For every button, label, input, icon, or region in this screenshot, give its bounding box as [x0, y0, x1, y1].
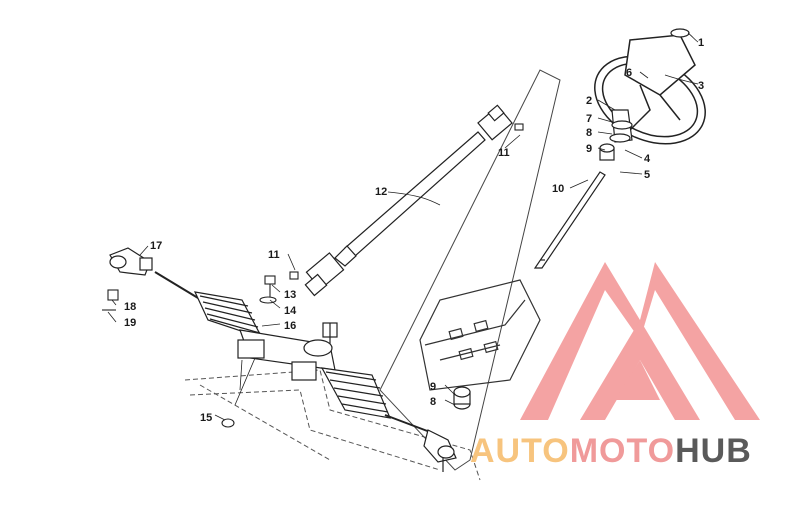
callout-10: 10 [552, 183, 564, 195]
frame-outline [184, 369, 481, 481]
rack-and-pinion [154, 271, 431, 433]
watermark-auto: AUTO [470, 432, 570, 470]
callout-6: 6 [626, 67, 632, 79]
callout-18: 18 [124, 301, 136, 313]
tie-rod-end-right [423, 429, 457, 472]
callout-16: 16 [284, 320, 296, 332]
callout-15: 15 [200, 412, 212, 424]
leader-lines [107, 32, 699, 421]
steering-shaft [533, 171, 606, 269]
callout-7: 7 [586, 113, 592, 125]
rack-mount-bolt [259, 275, 277, 304]
column-hub-stack [599, 109, 633, 161]
watermark-text: AUTOMOTOHUB [470, 434, 752, 468]
callout-5: 5 [644, 169, 650, 181]
horn-cap [670, 28, 690, 38]
intermediate-shaft [304, 104, 513, 297]
callout-14: 14 [284, 305, 297, 317]
washer [221, 418, 235, 428]
callout-8: 8 [586, 127, 592, 139]
pinch-bolts [289, 123, 524, 280]
callout-8-lower: 8 [430, 396, 436, 408]
callout-3: 3 [698, 80, 704, 92]
tie-rod-end-left [109, 247, 153, 276]
callout-4: 4 [644, 153, 651, 165]
watermark-hub: HUB [675, 432, 752, 470]
watermark-logo-icon [520, 262, 760, 420]
callout-labels: 1 2 3 4 5 6 7 8 9 10 11 12 13 14 15 16 1… [124, 37, 704, 424]
callout-12: 12 [375, 186, 387, 198]
column-mount-bracket [419, 279, 541, 391]
lower-bushing [453, 386, 471, 410]
callout-9-lower: 9 [430, 381, 436, 393]
callout-11-lower: 11 [268, 249, 280, 261]
watermark-moto: MOTO [569, 432, 676, 470]
callout-2: 2 [586, 95, 592, 107]
callout-11-upper: 11 [498, 147, 510, 159]
callout-19: 19 [124, 317, 136, 329]
callout-13: 13 [284, 289, 296, 301]
callout-1: 1 [698, 37, 704, 49]
castle-nut [102, 289, 119, 311]
callout-9: 9 [586, 143, 592, 155]
steering-wheel [594, 34, 706, 145]
callout-17: 17 [150, 240, 162, 252]
